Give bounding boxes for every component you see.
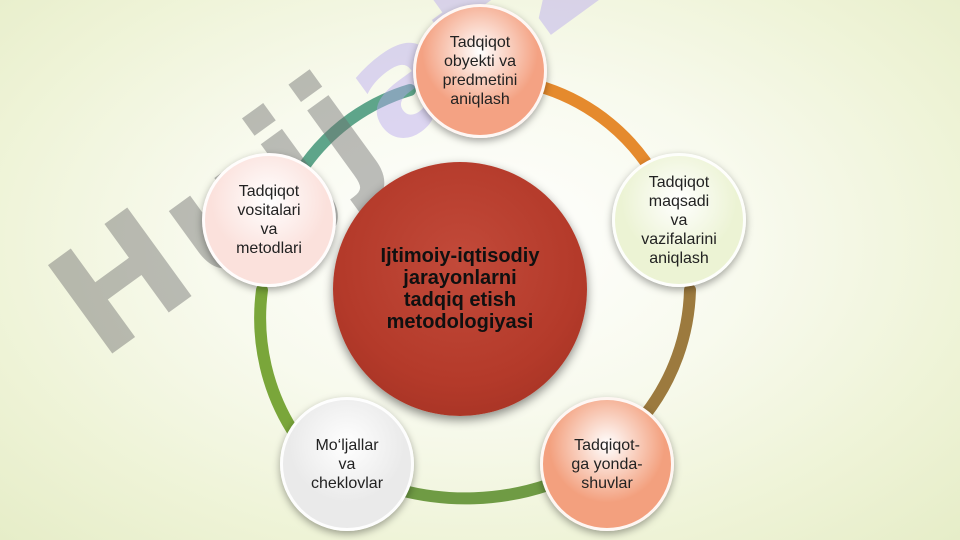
node-left: Tadqiqot vositalari va metodlari: [202, 153, 336, 287]
node-top: Tadqiqot obyekti va predmetini aniqlash: [413, 4, 547, 138]
node-top-label: Tadqiqot obyekti va predmetini aniqlash: [442, 34, 518, 108]
node-bottom-right: Tadqiqot- ga yonda- shuvlar: [540, 397, 674, 531]
center-node: Ijtimoiy-iqtisodiy jarayonlarni tadqiq e…: [333, 162, 587, 416]
ring-arc-right: [639, 284, 696, 421]
node-bottom-left: Mo‘ljallar va cheklovlar: [280, 397, 414, 531]
node-right-label: Tadqiqot maqsadi va vazifalarini aniqlas…: [641, 173, 717, 267]
center-node-label: Ijtimoiy-iqtisodiy jarayonlarni tadqiq e…: [380, 245, 540, 333]
node-right: Tadqiqot maqsadi va vazifalarini aniqlas…: [612, 153, 746, 287]
node-bottom-left-label: Mo‘ljallar va cheklovlar: [310, 436, 384, 492]
node-left-label: Tadqiqot vositalari va metodlari: [236, 183, 302, 257]
ring-arc-top-left: [299, 84, 416, 171]
ring-arc-bottom: [394, 479, 554, 505]
ring-arc-left: [254, 284, 302, 442]
node-bottom-right-label: Tadqiqot- ga yonda- shuvlar: [571, 436, 643, 492]
